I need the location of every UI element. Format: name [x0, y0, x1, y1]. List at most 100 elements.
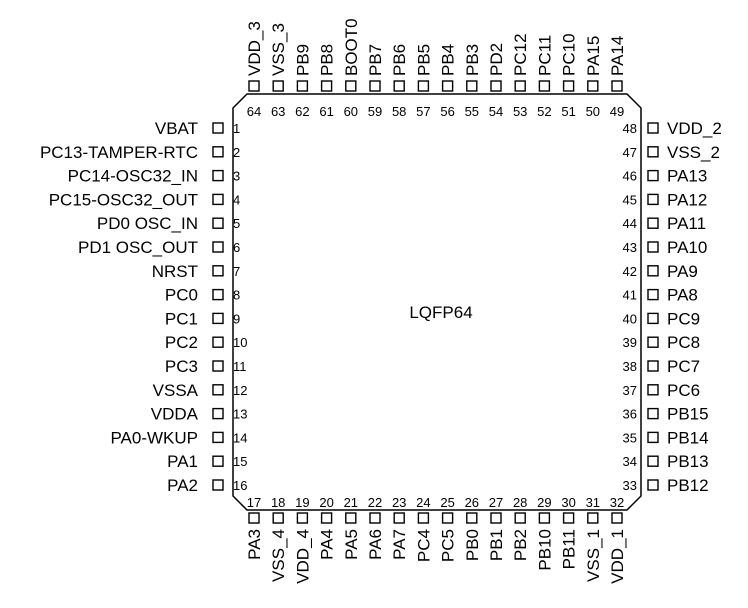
pin-number: 4: [233, 192, 240, 207]
pin-pad: [562, 512, 575, 524]
pin-pad: [647, 455, 659, 467]
pin-pad: [212, 217, 224, 229]
pin-pad: [647, 169, 659, 182]
pin-name: PB2: [511, 529, 530, 561]
pin-name: PC10: [560, 33, 579, 76]
pin-pad: [647, 431, 659, 444]
pin-number: 30: [561, 495, 575, 510]
pin-name: PC14-OSC32_IN: [68, 167, 198, 186]
pin-63: 63 VSS_3: [269, 23, 288, 119]
pin-number: 25: [440, 495, 454, 510]
pin-name: VBAT: [155, 119, 198, 138]
pin-name: PA12: [667, 190, 707, 209]
pin-name: PA4: [318, 529, 337, 560]
pin-pad: [490, 512, 502, 524]
pin-name: PA15: [584, 36, 603, 76]
pin-name: PB10: [535, 529, 554, 571]
pin-name: PB6: [390, 44, 409, 76]
pin-number: 43: [623, 240, 637, 255]
pin-number: 24: [416, 495, 430, 510]
pin-name: VSS_2: [667, 143, 720, 162]
pin-pad: [296, 80, 309, 92]
pin-name: PC2: [165, 333, 198, 352]
pin-number: 19: [295, 495, 309, 510]
pin-name: PA3: [245, 529, 264, 560]
pin-pad: [212, 288, 224, 301]
pin-pad: [212, 193, 224, 206]
pin-pad: [393, 512, 405, 524]
pin-name: PC4: [414, 529, 433, 562]
pin-pad: [212, 336, 224, 348]
pin-61: 61 PB8: [318, 44, 337, 119]
pin-name: PD0 OSC_IN: [97, 214, 198, 233]
pin-name: PA11: [667, 214, 706, 233]
pin-name: PB12: [667, 476, 709, 495]
pin-name: PB14: [667, 428, 709, 447]
pin-name: PC6: [667, 381, 700, 400]
pin-number: 11: [233, 359, 247, 374]
pin-pad: [587, 80, 599, 92]
pin-name: PA7: [390, 529, 409, 560]
pin-48: 48 VDD_2: [623, 119, 722, 138]
pin-name: PA6: [366, 529, 385, 560]
pin-number: 52: [537, 104, 551, 119]
pin-name: VDD_4: [293, 529, 312, 584]
pin-number: 34: [623, 454, 637, 469]
pin-number: 61: [319, 104, 333, 119]
pin-number: 45: [623, 192, 637, 207]
package-label: LQFP64: [409, 303, 472, 322]
pin-number: 41: [623, 288, 637, 303]
pin-pad: [647, 407, 659, 420]
pin-number: 22: [368, 495, 382, 510]
pin-number: 13: [233, 407, 247, 422]
pin-number: 16: [233, 478, 247, 493]
pin-number: 35: [623, 430, 637, 445]
pin-pad: [647, 336, 659, 348]
pin-name: PC0: [165, 286, 198, 305]
pin-number: 33: [623, 478, 637, 493]
pin-name: BOOT0: [342, 18, 361, 76]
pin-number: 40: [623, 311, 637, 326]
pin-name: PB1: [487, 529, 506, 561]
pin-pad: [212, 265, 224, 277]
pin-name: PB8: [318, 44, 337, 76]
pin-number: 31: [586, 495, 600, 510]
pins: 1VBAT2PC13-TAMPER-RTC3PC14-OSC32_IN4PC15…: [40, 18, 722, 583]
pin-name: NRST: [152, 262, 198, 281]
pin-name: PA8: [667, 286, 698, 305]
pin-number: 9: [233, 311, 240, 326]
pin-51: 51 PC10: [560, 33, 579, 119]
pin-pad: [490, 80, 502, 92]
pin-pad: [562, 80, 575, 92]
pin-name: VSS_4: [269, 529, 288, 582]
pin-number: 51: [561, 104, 575, 119]
pin-number: 12: [233, 383, 247, 398]
pin-name: PB3: [463, 44, 482, 76]
pin-number: 53: [513, 104, 527, 119]
pin-41: 41 PA8: [623, 286, 698, 305]
pin-number: 48: [623, 121, 637, 136]
pin-name: VDD_2: [667, 119, 722, 138]
pin-pad: [212, 384, 224, 396]
pin-pad: [212, 312, 224, 325]
pin-number: 6: [233, 240, 240, 255]
pin-name: VSS_3: [269, 23, 288, 76]
chip-body: [232, 93, 642, 511]
pin-number: 63: [271, 104, 285, 119]
